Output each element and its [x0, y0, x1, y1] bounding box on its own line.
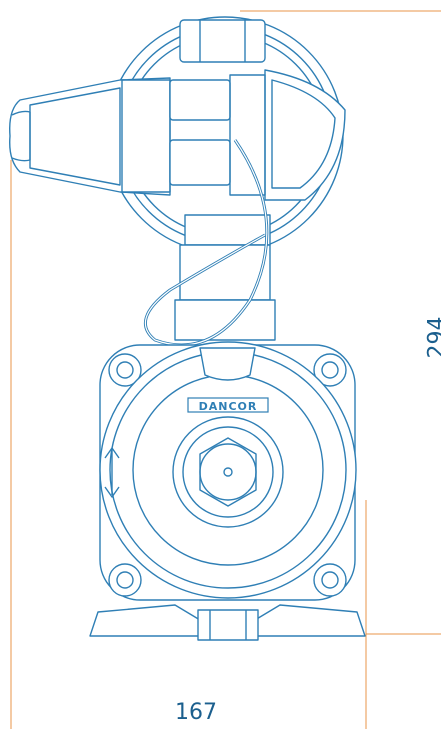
pump-neck	[184, 214, 271, 246]
dancor-logo: DANCOR	[187, 397, 269, 413]
pump-body	[9, 16, 366, 641]
bolt-bl	[108, 563, 142, 597]
inlet-port	[172, 416, 284, 528]
svg-text:DANCOR: DANCOR	[199, 400, 258, 413]
bolt-br	[313, 563, 347, 597]
top-nut	[179, 19, 266, 63]
dimension-height-label: 294	[424, 316, 441, 359]
dimension-width-label: 167	[175, 700, 217, 725]
switch-cover	[9, 77, 171, 196]
bolt-tr	[313, 353, 347, 387]
bolt-tl	[108, 353, 142, 387]
dimension-lines	[10, 10, 441, 729]
rotation-arrow-icon	[104, 447, 120, 498]
